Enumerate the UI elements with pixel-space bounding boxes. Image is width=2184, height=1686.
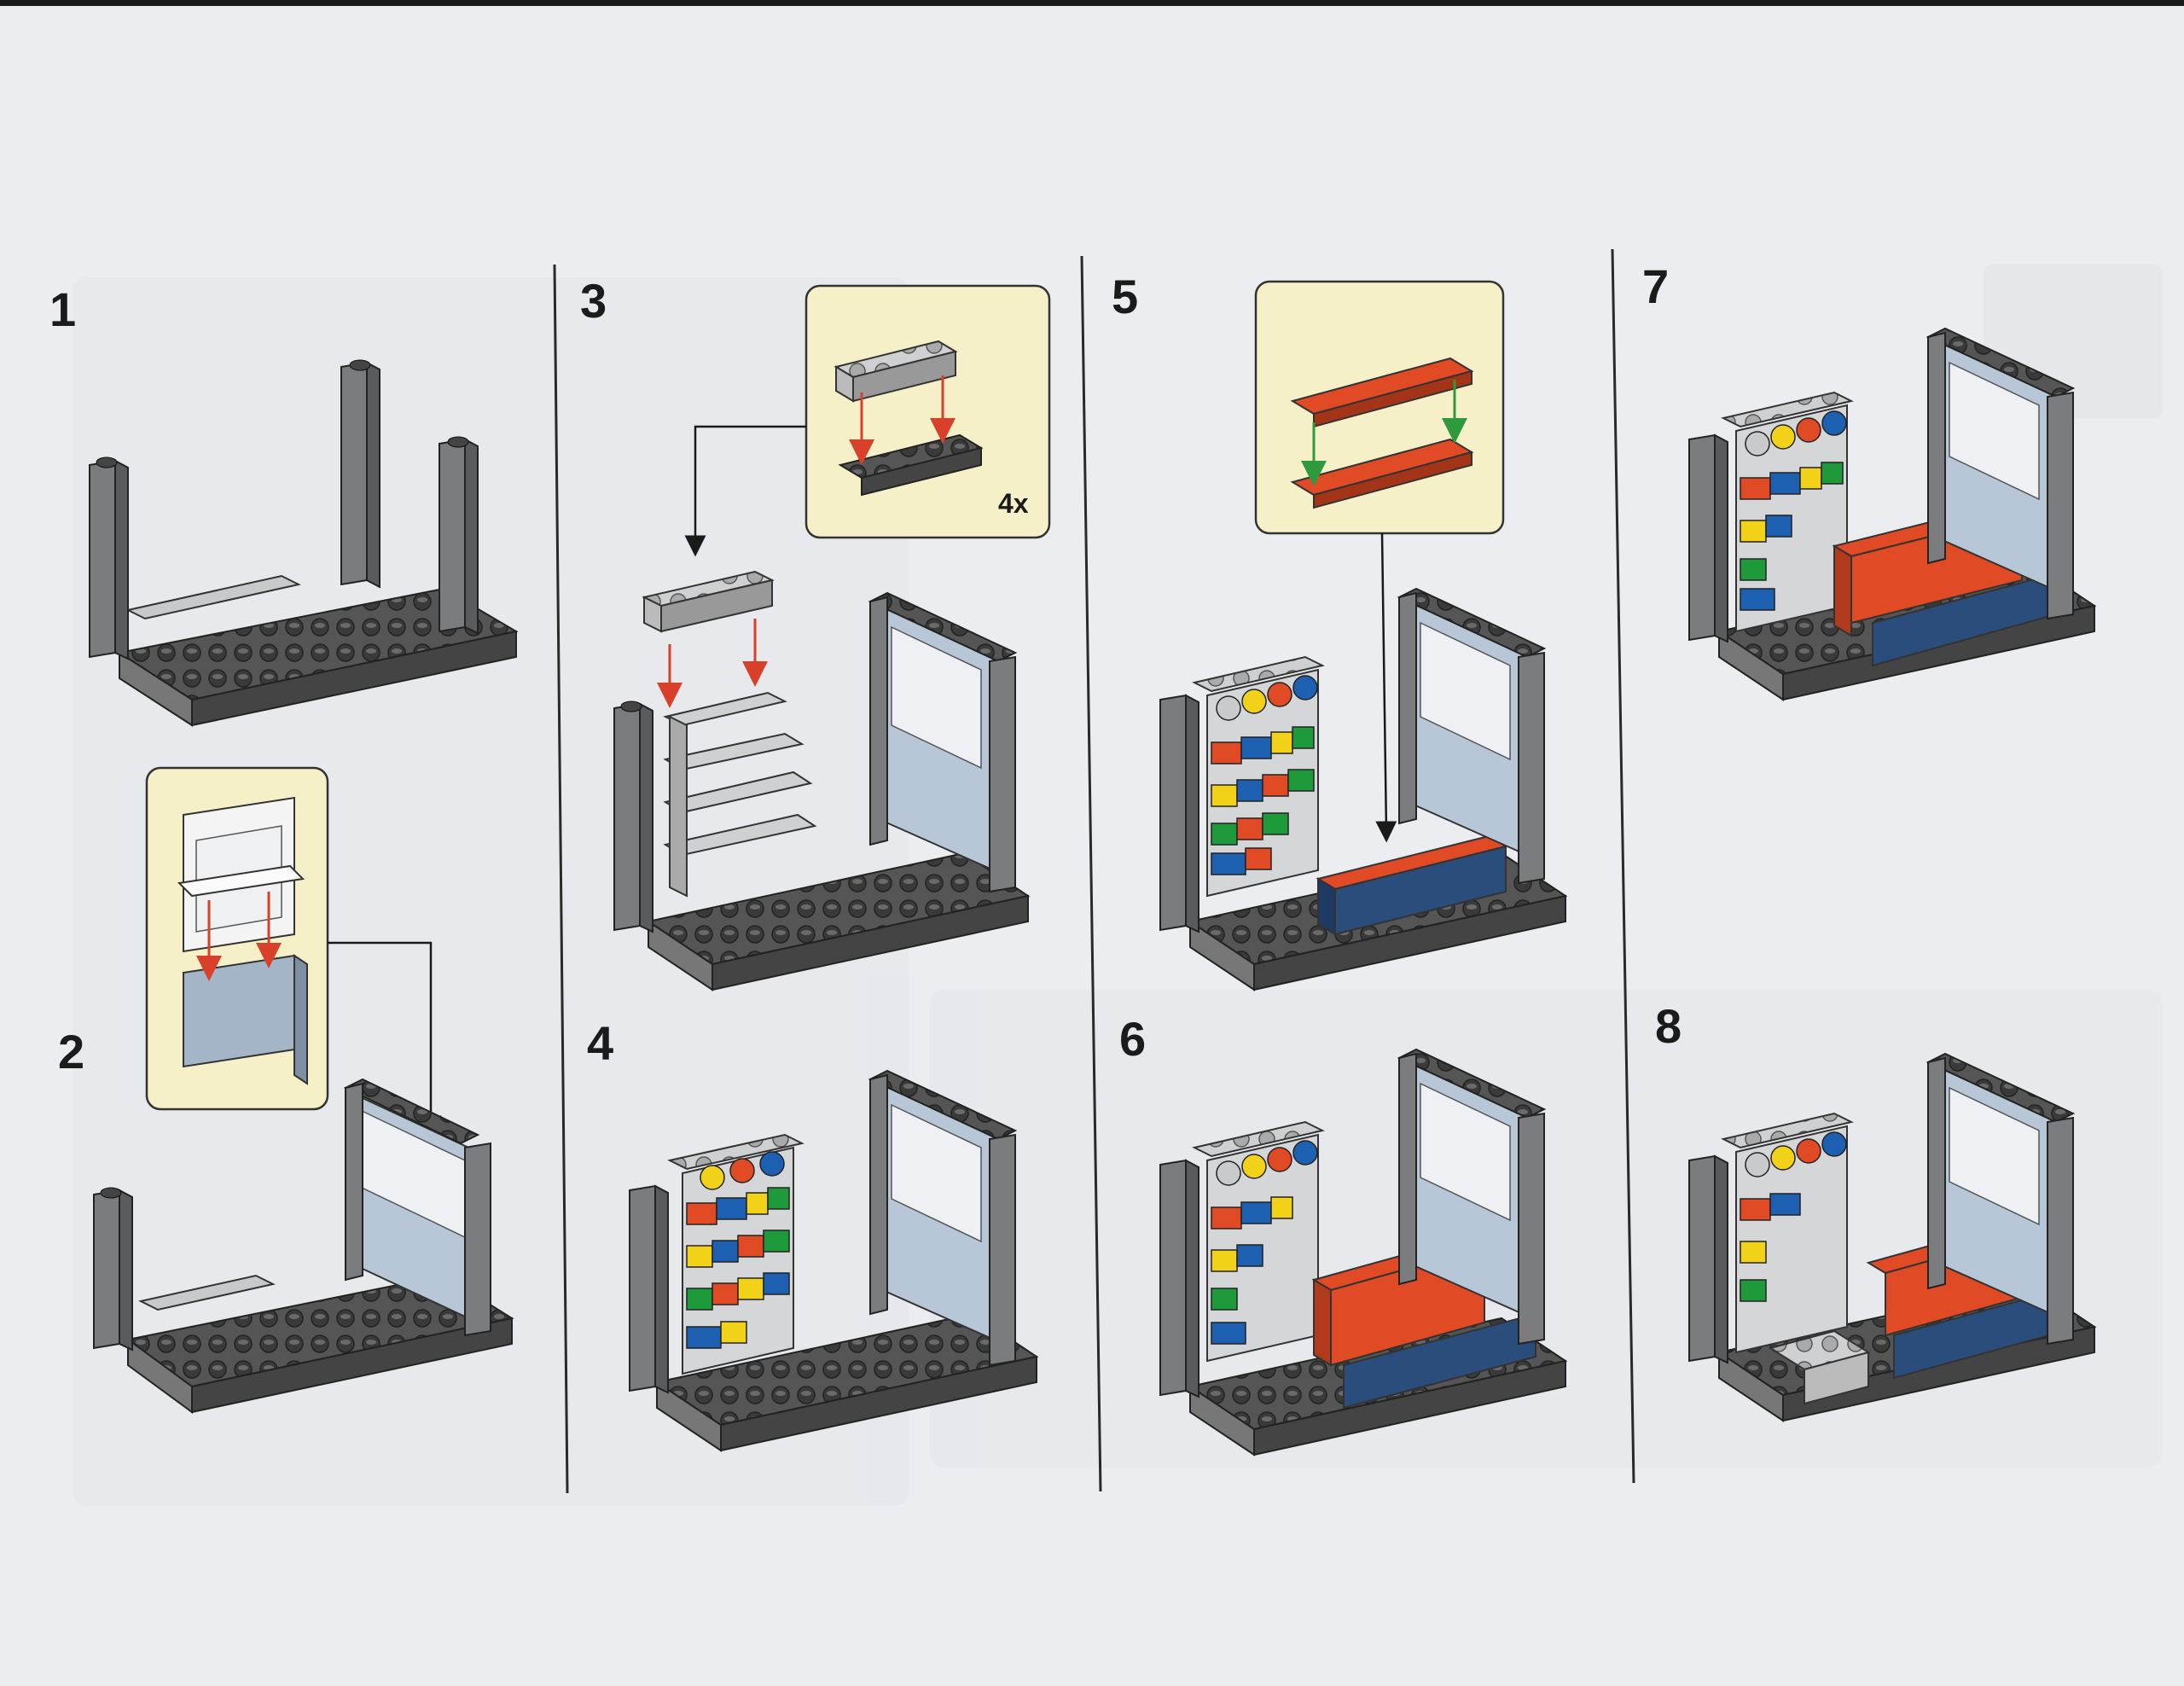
step-6-illustration [1159, 1048, 1568, 1456]
step-4-illustration [629, 1069, 1039, 1452]
step-8-illustration [1688, 1052, 2097, 1422]
column-divider-3 [1611, 248, 1635, 1484]
step-number-4: 4 [587, 1016, 614, 1070]
step-number-5: 5 [1112, 270, 1139, 323]
step-number-7: 7 [1642, 259, 1670, 313]
step-number-8: 8 [1655, 999, 1682, 1053]
step-2-illustration [93, 766, 514, 1414]
step-5-illustration [1159, 280, 1568, 991]
step-number-2: 2 [58, 1025, 85, 1078]
step-number-3: 3 [580, 274, 607, 328]
step-3-illustration [613, 284, 1051, 991]
column-divider-1 [553, 264, 569, 1494]
step-7-illustration [1688, 327, 2097, 701]
column-divider-2 [1080, 255, 1102, 1492]
scan-edge [0, 0, 2184, 6]
callout-multiplier: 4x [998, 488, 1029, 519]
step-number-1: 1 [49, 282, 77, 336]
step-number-6: 6 [1119, 1012, 1147, 1066]
step-1-illustration [89, 359, 519, 727]
